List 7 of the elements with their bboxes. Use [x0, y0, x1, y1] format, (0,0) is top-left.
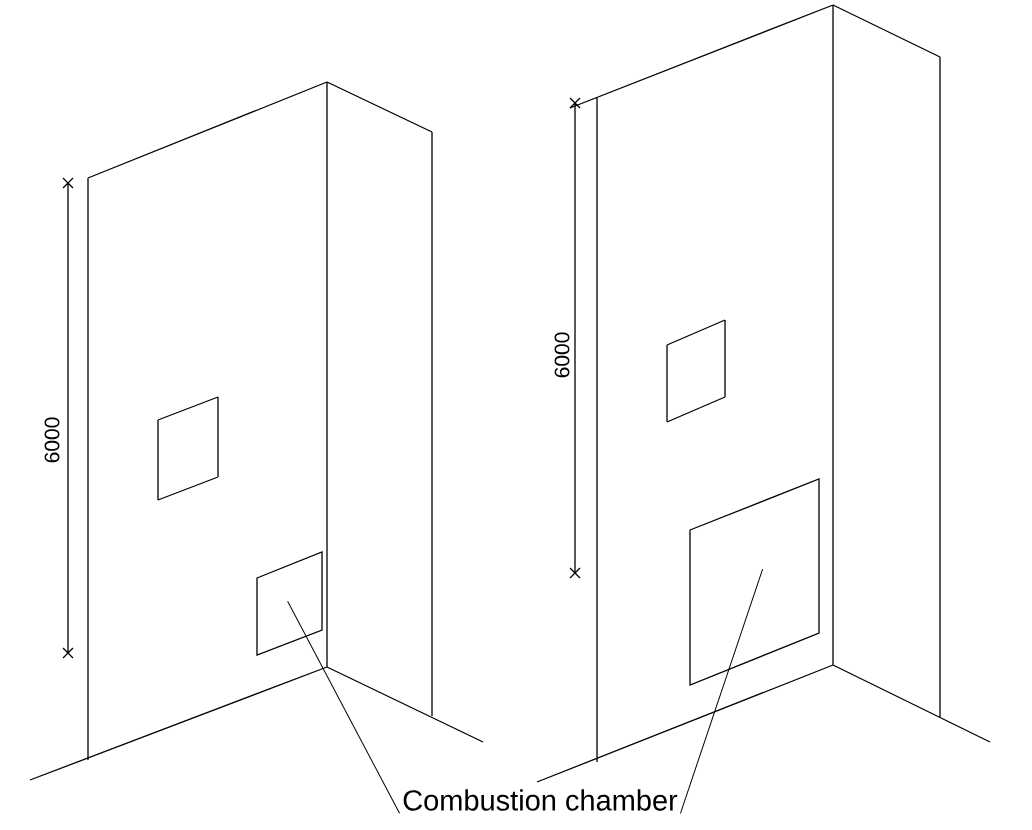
- dimension-text: 6000: [554, 332, 570, 378]
- chamber-opening: [689, 478, 820, 686]
- leader-line: [287, 600, 401, 814]
- chamber-opening: [256, 551, 323, 656]
- callout-label: Combustion chamber: [400, 787, 680, 813]
- dimension-text: 6000: [44, 417, 60, 463]
- leader-line: [679, 568, 764, 814]
